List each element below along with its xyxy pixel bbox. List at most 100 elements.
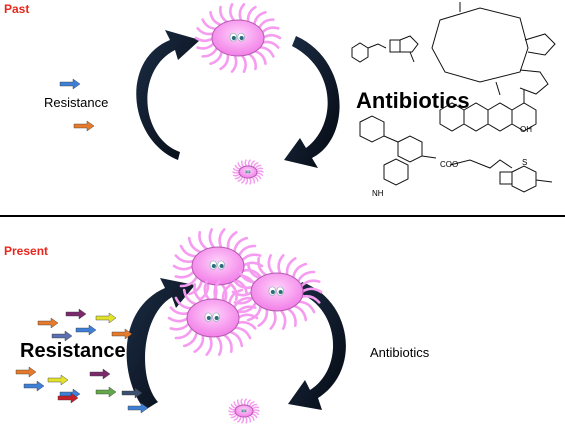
flagellum (241, 415, 245, 424)
chem-label-oh: OH (520, 125, 532, 134)
flagellum (246, 304, 263, 322)
flagellum (285, 307, 297, 327)
pupil (214, 315, 219, 321)
flagellum (240, 160, 246, 168)
flagellum (250, 176, 256, 184)
flagellum (182, 330, 199, 348)
flagellum (232, 296, 252, 310)
flagellum (269, 308, 277, 330)
flagellum (230, 53, 238, 73)
flagellum (252, 11, 267, 27)
flagellum (213, 280, 221, 302)
flagellum (291, 262, 308, 280)
flagellum (232, 172, 241, 177)
flagellum (169, 321, 191, 331)
flagellum (240, 398, 244, 407)
flagellum (245, 176, 249, 185)
flagellum (246, 5, 257, 24)
past-title: Past (4, 2, 30, 16)
pupil (219, 263, 224, 269)
flagellum (251, 406, 260, 411)
resistance-arrow (51, 330, 73, 342)
flagellum (236, 313, 259, 320)
cycle-arrow-right (284, 36, 340, 168)
flagellum (228, 411, 237, 416)
flagellum (236, 399, 242, 407)
flagellum (257, 307, 269, 327)
pupil (245, 171, 248, 173)
flagellum (227, 288, 244, 306)
resistance-arrow (95, 312, 117, 324)
pupil (244, 410, 246, 412)
pupil (241, 410, 244, 412)
present-antibiotics-label: Antibiotics (370, 345, 430, 360)
pupil (270, 289, 275, 295)
flagellum (261, 33, 282, 40)
flagellum (229, 3, 236, 23)
flagellum (267, 254, 275, 276)
cycle-arrow-left (136, 30, 200, 160)
flagellum (243, 398, 247, 407)
resistance-arrow (57, 392, 79, 404)
flagellum (279, 308, 287, 330)
resistance-arrow (121, 387, 143, 399)
bacterium-cluster-right (231, 254, 323, 330)
flagellum (193, 333, 205, 353)
resistance-arrow (95, 386, 117, 398)
past-resistance-arrows (59, 78, 95, 132)
resistance-arrow (59, 78, 81, 90)
past-resistance-label: Resistance (44, 95, 109, 110)
resistance-arrow (65, 308, 87, 320)
resistance-arrow (73, 120, 95, 132)
resistance-arrow (75, 324, 97, 336)
flagellum (219, 5, 230, 24)
resistance-arrow (127, 402, 149, 414)
present-resistance-arrows (15, 308, 149, 414)
flagellum (237, 244, 257, 258)
resistance-arrow (23, 380, 45, 392)
flagellum (198, 281, 210, 301)
flagellum (219, 52, 230, 71)
resistance-arrow (111, 328, 133, 340)
flagellum (167, 316, 190, 323)
flagellum (194, 36, 215, 43)
antibiotic-structures (351, 2, 556, 193)
flagellum (251, 409, 260, 412)
resistance-arrow (15, 366, 37, 378)
flagellum (208, 228, 216, 250)
flagellum (247, 159, 251, 168)
flagellum (221, 283, 233, 303)
flagellum (218, 228, 226, 250)
flagellum (238, 300, 258, 314)
flagellum (244, 159, 248, 168)
flagellum (255, 167, 264, 172)
present-resistance-label: Resistance (20, 340, 126, 362)
flagellum (238, 3, 246, 23)
flagellum (215, 334, 223, 356)
pupil (206, 315, 211, 321)
flagellum (228, 410, 237, 413)
pupil (211, 263, 216, 269)
flagellum (285, 257, 297, 277)
chem-label-coo: COO (440, 160, 459, 169)
chem-label-s: S (522, 158, 528, 167)
resistance-arrow (89, 368, 111, 380)
flagellum (232, 236, 249, 254)
cycle-arrow-right (288, 282, 346, 410)
bacterium-large (194, 3, 282, 73)
pupil (248, 171, 250, 173)
flagellum (174, 269, 196, 279)
flagellum (277, 254, 285, 276)
flagellum (196, 41, 216, 50)
resistance-arrow (47, 374, 69, 386)
pupil (231, 35, 236, 41)
bacterium-cluster-top (172, 228, 264, 304)
flagellum (260, 26, 280, 35)
flagellum (240, 53, 247, 73)
flagellum (179, 274, 199, 288)
flagellum (198, 231, 210, 251)
flagellum (221, 333, 233, 353)
bacterium-small (228, 398, 260, 424)
